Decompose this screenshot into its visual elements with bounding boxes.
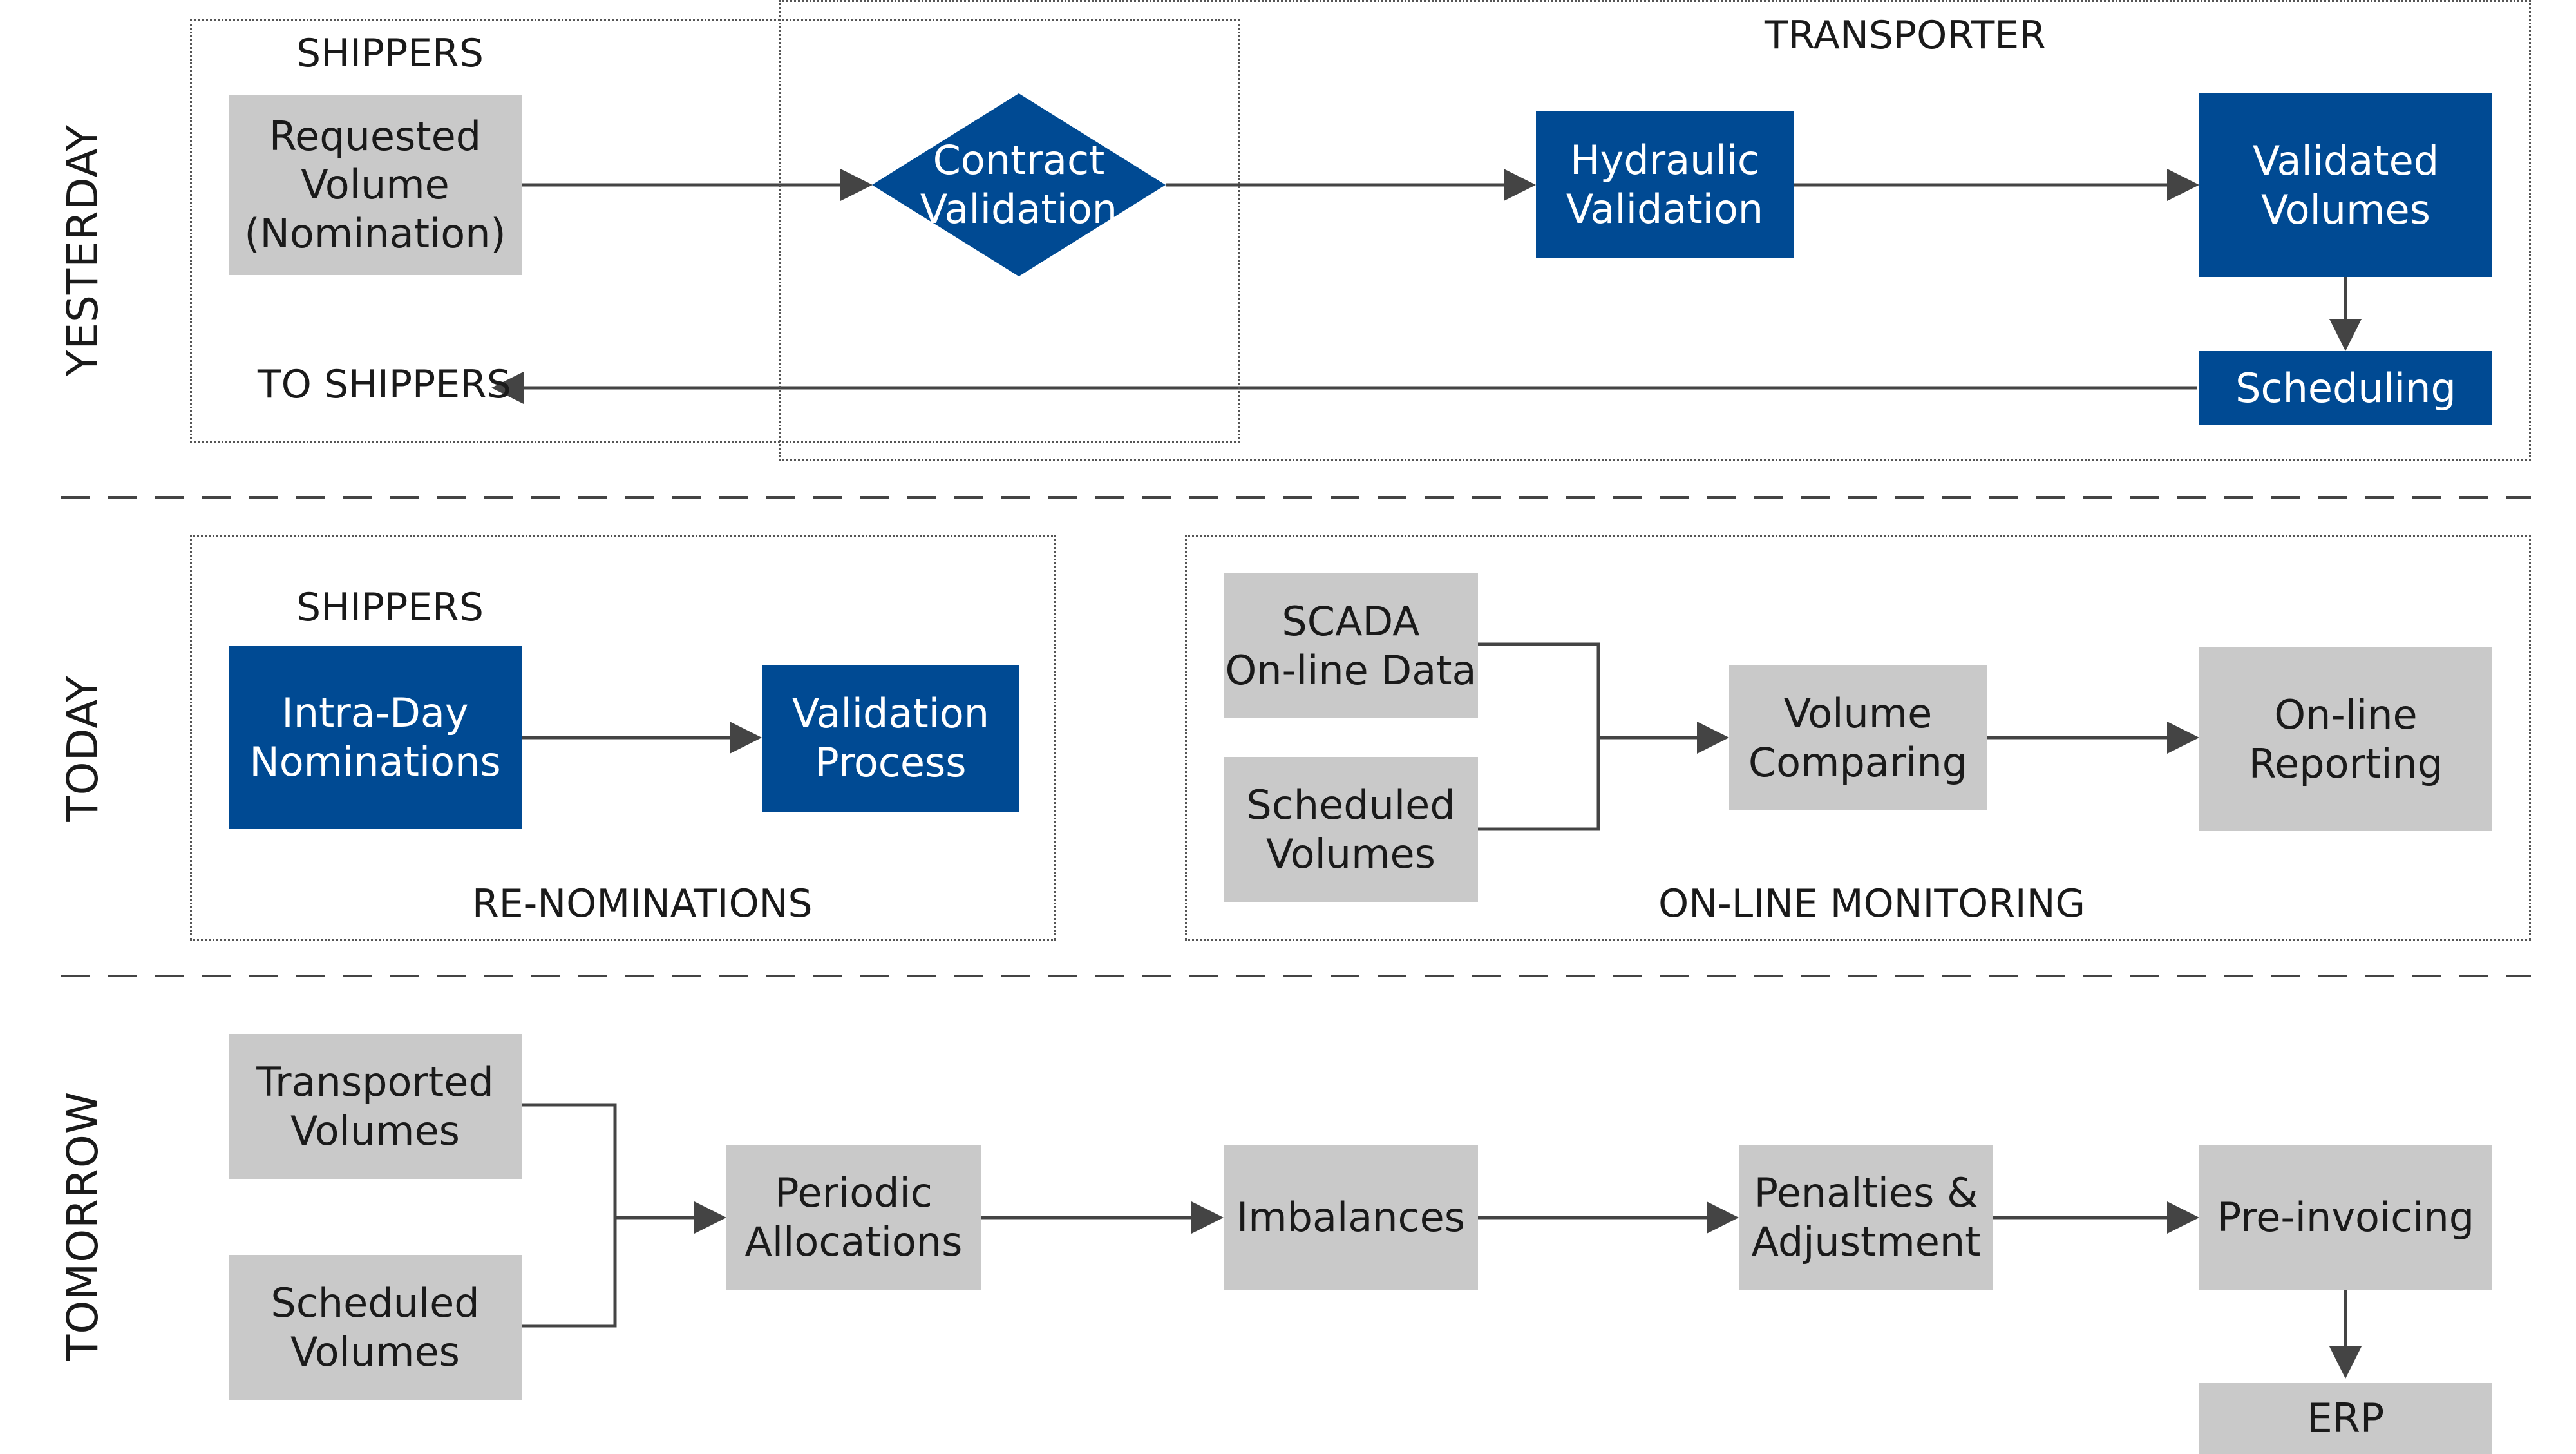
hydraulic-validation-box: Hydraulic Validation <box>1536 111 1794 258</box>
requested-volume-box: Requested Volume (Nomination) <box>229 95 522 275</box>
row-label-today: TODAY <box>58 675 108 822</box>
to-shippers-label: TO SHIPPERS <box>258 362 511 407</box>
scheduled-volumes-today-box: Scheduled Volumes <box>1224 757 1478 902</box>
intra-day-nominations-box: Intra-Day Nominations <box>229 646 522 829</box>
scada-online-data-box: SCADA On-line Data <box>1224 573 1478 718</box>
transporter-label: TRANSPORTER <box>1765 13 2046 58</box>
row-label-yesterday: YESTERDAY <box>58 124 108 376</box>
scheduled-volumes-tomorrow-box: Scheduled Volumes <box>229 1255 522 1400</box>
imbalances-box: Imbalances <box>1224 1145 1478 1290</box>
erp-box: ERP <box>2199 1383 2492 1454</box>
monitoring-frame <box>1185 535 2531 941</box>
online-reporting-box: On-line Reporting <box>2199 647 2492 831</box>
validation-process-box: Validation Process <box>762 665 1019 812</box>
transported-volumes-box: Transported Volumes <box>229 1034 522 1179</box>
renominations-label: RE-NOMINATIONS <box>472 881 813 926</box>
row-label-tomorrow: TOMORROW <box>58 1091 108 1361</box>
connector-scheduled-tomorrow <box>522 1218 617 1328</box>
yesterday-shippers-label: SHIPPERS <box>296 31 484 76</box>
periodic-allocations-box: Periodic Allocations <box>726 1145 981 1290</box>
scheduling-box: Scheduling <box>2199 351 2492 425</box>
renominations-frame <box>190 535 1056 941</box>
today-shippers-label: SHIPPERS <box>296 585 484 630</box>
connector-scada <box>1478 642 1600 738</box>
penalties-adjustment-box: Penalties & Adjustment <box>1739 1145 1993 1290</box>
transporter-frame <box>779 0 2531 461</box>
contract-validation-diamond <box>872 93 1166 276</box>
connector-scheduled-today <box>1478 738 1600 831</box>
volume-comparing-box: Volume Comparing <box>1729 665 1987 810</box>
contract-validation-label: Contract Validation <box>920 137 1118 233</box>
pre-invoicing-box: Pre-invoicing <box>2199 1145 2492 1290</box>
connector-transported <box>522 1103 617 1218</box>
validated-volumes-box: Validated Volumes <box>2199 93 2492 277</box>
yesterday-shippers-frame <box>190 19 1240 443</box>
monitoring-label: ON-LINE MONITORING <box>1658 881 2085 926</box>
